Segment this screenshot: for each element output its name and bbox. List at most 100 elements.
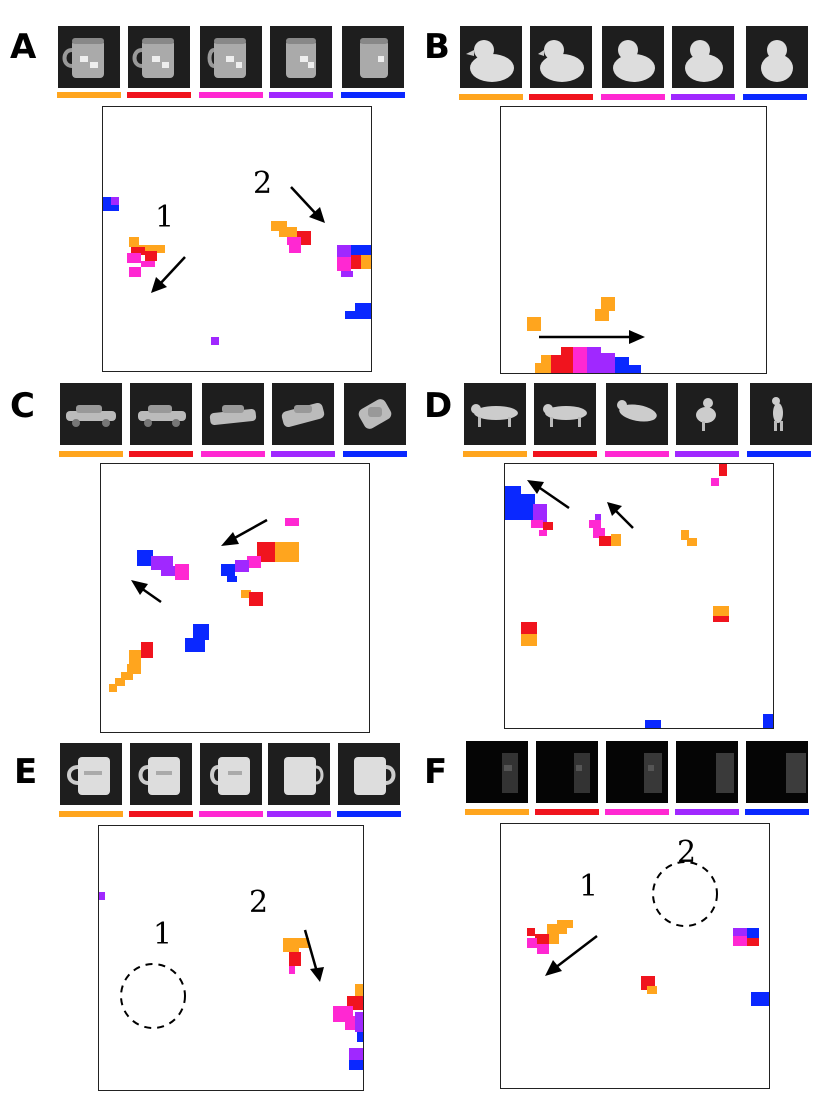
- color-bar-magenta: [605, 809, 669, 815]
- panel-c: C: [0, 375, 420, 735]
- map-cell: [521, 634, 537, 646]
- thumbnail-image: [530, 26, 592, 88]
- map-cell: [355, 984, 363, 998]
- panel-label: A: [10, 27, 36, 67]
- map-cell: [549, 934, 559, 944]
- map-cell: [127, 253, 141, 263]
- map-cell: [713, 616, 729, 622]
- color-bar-orange: [59, 811, 123, 817]
- map-cell: [141, 261, 155, 267]
- color-bar-magenta: [605, 451, 669, 457]
- map-cell: [595, 309, 609, 321]
- map-cell: [109, 684, 117, 692]
- map-plot: [504, 463, 774, 729]
- map-cell: [751, 992, 769, 1006]
- arrow-icon: [554, 935, 598, 969]
- thumbnail-image: [200, 26, 262, 88]
- map-cell: [687, 538, 697, 546]
- color-bar-red: [535, 809, 599, 815]
- thumbnail-image: [602, 26, 664, 88]
- thumbnail-image: [534, 383, 596, 445]
- map-cell: [99, 892, 105, 900]
- thumbnail-image: [60, 743, 122, 805]
- map-cell: [527, 317, 541, 331]
- panel-e: E 1 2: [0, 735, 420, 1117]
- annotation-1: 1: [155, 200, 174, 235]
- panel-label: F: [424, 752, 447, 792]
- map-cell: [355, 1012, 363, 1032]
- map-cell: [227, 576, 237, 582]
- map-cell: [285, 518, 299, 526]
- map-cell: [711, 478, 719, 486]
- map-cell: [337, 245, 351, 257]
- map-cell: [139, 245, 165, 253]
- thumbnail-image: [200, 743, 262, 805]
- map-cell: [629, 365, 641, 373]
- thumbnail-image: [270, 26, 332, 88]
- map-cell: [279, 227, 297, 237]
- arrow-icon: [303, 929, 319, 973]
- map-cell: [747, 928, 759, 938]
- map-cell: [561, 347, 573, 373]
- map-plot: 1 2: [98, 825, 364, 1091]
- map-cell: [535, 934, 549, 944]
- map-cell: [351, 255, 361, 269]
- map-plot: 1 2: [500, 823, 770, 1089]
- color-bar-blue: [343, 451, 407, 457]
- map-cell: [249, 592, 263, 606]
- map-cell: [601, 353, 615, 373]
- map-cell: [289, 245, 301, 253]
- map-cell: [129, 267, 141, 277]
- color-bar-magenta: [199, 811, 263, 817]
- map-cell: [531, 520, 543, 528]
- panel-label: D: [424, 386, 452, 426]
- color-bar-blue: [337, 811, 401, 817]
- arrow-icon: [614, 509, 634, 529]
- thumbnail-image: [606, 741, 668, 803]
- panel-d: D: [420, 375, 835, 735]
- map-cell: [247, 556, 261, 568]
- map-cell: [681, 530, 689, 540]
- thumbnail-image: [130, 383, 192, 445]
- arrow-head-icon: [309, 207, 325, 223]
- map-cell: [521, 494, 535, 520]
- map-cell: [713, 606, 729, 616]
- map-cell: [601, 297, 615, 311]
- annotation-1: 1: [153, 917, 172, 952]
- thumbnail-image: [746, 26, 808, 88]
- map-cell: [357, 1032, 363, 1042]
- map-cell: [521, 622, 537, 634]
- map-cell: [733, 928, 747, 936]
- map-cell: [211, 337, 219, 345]
- map-cell: [747, 938, 759, 946]
- dashed-circle: [652, 861, 718, 927]
- map-cell: [527, 928, 535, 936]
- arrow-icon: [140, 586, 162, 604]
- map-cell: [593, 528, 605, 538]
- arrow-icon: [290, 186, 318, 216]
- color-bar-blue: [747, 451, 811, 457]
- thumbnail-image: [202, 383, 264, 445]
- arrow-head-icon: [221, 532, 239, 546]
- thumbnail-image: [606, 383, 668, 445]
- panel-label: C: [10, 386, 35, 426]
- map-cell: [103, 197, 111, 205]
- color-bar-purple: [675, 451, 739, 457]
- map-cell: [185, 638, 205, 652]
- panel-label: B: [424, 27, 450, 67]
- map-cell: [341, 271, 353, 277]
- color-bar-red: [129, 451, 193, 457]
- color-bar-purple: [671, 94, 735, 100]
- arrow-head-icon: [607, 502, 622, 516]
- map-cell: [505, 486, 521, 520]
- map-cell: [193, 624, 209, 640]
- color-bar-purple: [271, 451, 335, 457]
- thumbnail-image: [460, 26, 522, 88]
- map-cell: [103, 205, 119, 211]
- color-bar-red: [129, 811, 193, 817]
- thumbnail-image: [128, 26, 190, 88]
- color-bar-purple: [267, 811, 331, 817]
- annotation-2: 2: [253, 166, 272, 201]
- map-plot: [100, 463, 370, 733]
- map-cell: [137, 550, 153, 566]
